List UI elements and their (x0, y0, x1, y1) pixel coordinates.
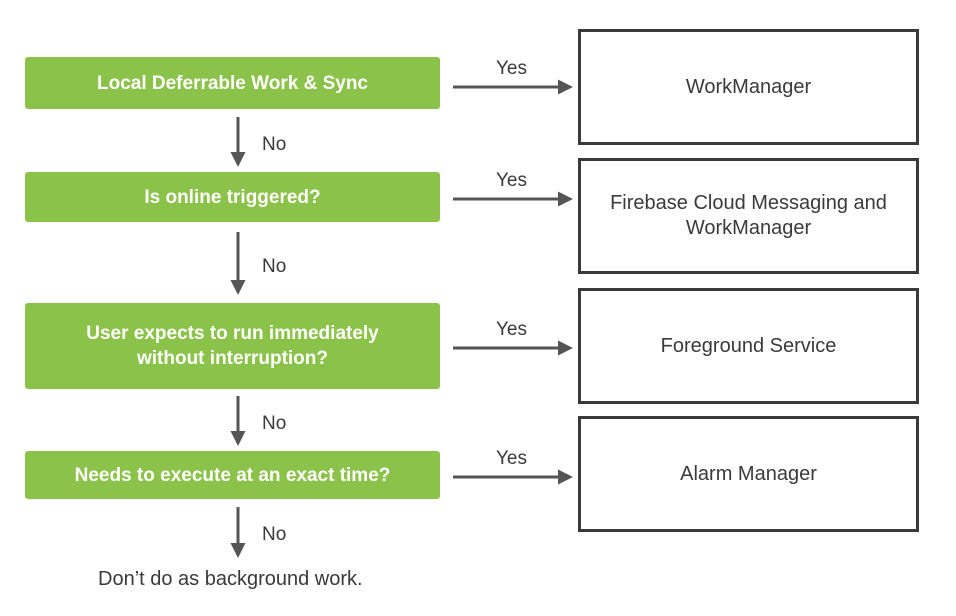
result-box-alarm-manager: Alarm Manager (578, 416, 919, 532)
result-text-line-1: Firebase Cloud Messaging and (610, 192, 887, 214)
result-text: Foreground Service (660, 334, 837, 357)
no-label-2: No (262, 256, 287, 277)
question-text: Is online triggered? (144, 186, 321, 208)
question-text: Needs to execute at an exact time? (74, 464, 391, 486)
result-box-foreground-service: Foreground Service (578, 288, 919, 404)
result-text: WorkManager (685, 75, 812, 98)
yes-label-4: Yes (496, 448, 527, 469)
yes-label-1: Yes (496, 58, 527, 79)
question-text: Local Deferrable Work & Sync (96, 72, 369, 94)
yes-label-3: Yes (496, 319, 527, 340)
yes-label-2: Yes (496, 170, 527, 191)
result-text: Alarm Manager (680, 462, 817, 485)
result-box-firebase: Firebase Cloud Messaging and WorkManager (578, 158, 919, 274)
question-box-local-deferrable: Local Deferrable Work & Sync (25, 57, 440, 109)
no-label-1: No (262, 134, 287, 155)
final-outcome-text: Don’t do as background work. (98, 568, 363, 590)
result-box-workmanager: WorkManager (578, 29, 919, 145)
no-label-4: No (262, 524, 287, 545)
question-box-exact-time: Needs to execute at an exact time? (25, 451, 440, 499)
question-box-online-triggered: Is online triggered? (25, 172, 440, 222)
question-text-line-2: without interruption? (136, 348, 328, 369)
result-text-line-2: WorkManager (685, 217, 812, 239)
no-label-3: No (262, 413, 287, 434)
question-box-run-immediately: User expects to run immediately without … (25, 303, 440, 389)
question-text-line-1: User expects to run immediately (86, 323, 379, 344)
